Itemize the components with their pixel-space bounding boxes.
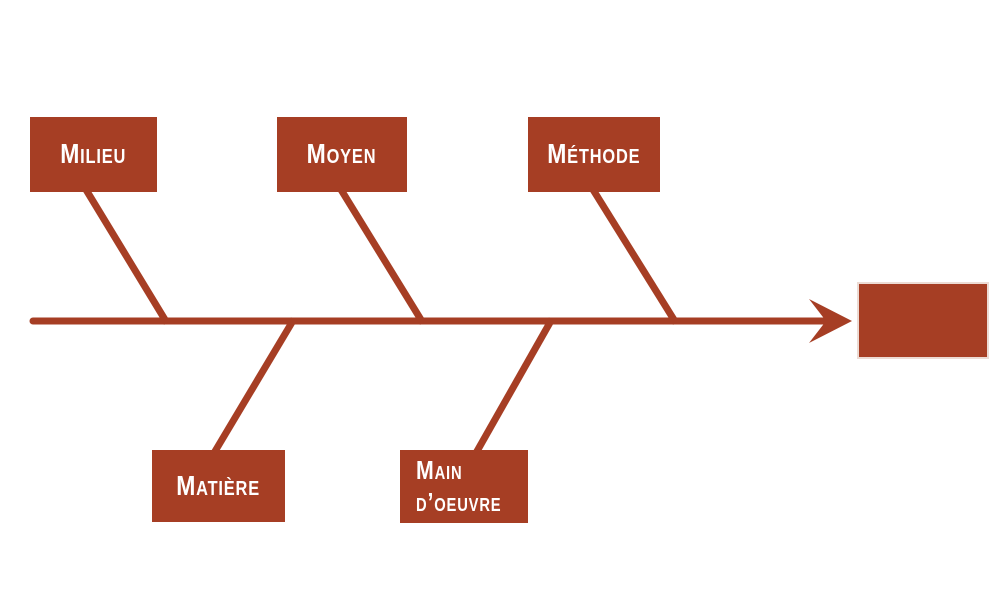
bone-main-doeuvre [472, 317, 556, 455]
category-label-moyen: Moyen [307, 138, 377, 170]
category-box-milieu: Milieu [30, 117, 157, 192]
bone-milieu [82, 186, 170, 325]
category-label-matiere: Matière [176, 469, 261, 501]
bone-moyen [337, 186, 426, 325]
category-box-moyen: Moyen [277, 117, 407, 192]
effect-box [857, 282, 989, 359]
category-box-main-doeuvre: Main d’oeuvre [400, 450, 528, 523]
category-label-main-doeuvre: Main d’oeuvre [416, 455, 502, 517]
category-box-methode: Méthode [528, 117, 660, 192]
spine-arrowhead-icon [809, 299, 852, 343]
category-box-matiere: Matière [152, 450, 285, 522]
category-label-methode: Méthode [547, 138, 641, 170]
category-label-milieu: Milieu [60, 138, 127, 170]
bone-matiere [210, 317, 298, 455]
bone-methode [589, 186, 679, 325]
